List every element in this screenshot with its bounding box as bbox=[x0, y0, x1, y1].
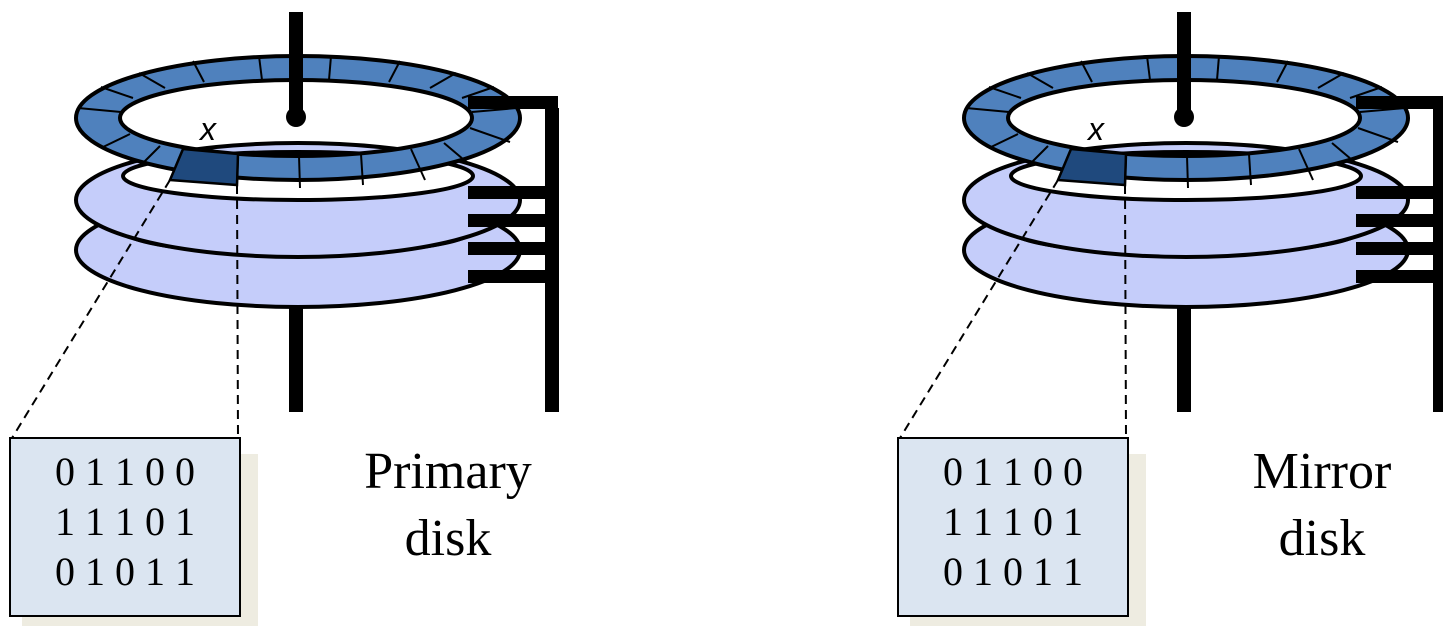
mirror-bits-row-2: 1 1 1 0 1 bbox=[943, 499, 1083, 544]
primary-caption-line1: Primary bbox=[364, 443, 532, 500]
primary-bits-row-3: 0 1 0 1 1 bbox=[55, 549, 195, 594]
primary-bits-row-2: 1 1 1 0 1 bbox=[55, 499, 195, 544]
primary-caption-line2: disk bbox=[405, 510, 492, 567]
mirror-sector-label: x bbox=[1086, 111, 1105, 147]
mirror-caption-line2: disk bbox=[1279, 510, 1366, 567]
mirror-disk-group: x 0 1 1 0 0 1 1 1 0 1 0 1 0 1 1 Mirror d… bbox=[896, 10, 1443, 627]
primary-sector-label: x bbox=[198, 111, 217, 147]
mirror-bits-row-1: 0 1 1 0 0 bbox=[943, 449, 1083, 494]
mirror-bits-row-3: 0 1 0 1 1 bbox=[943, 549, 1083, 594]
primary-bits-row-1: 0 1 1 0 0 bbox=[55, 449, 195, 494]
mirror-caption-line1: Mirror bbox=[1253, 443, 1392, 500]
primary-disk-group: x 0 1 1 0 0 1 1 1 0 1 0 1 0 1 1 Primary … bbox=[8, 10, 561, 627]
